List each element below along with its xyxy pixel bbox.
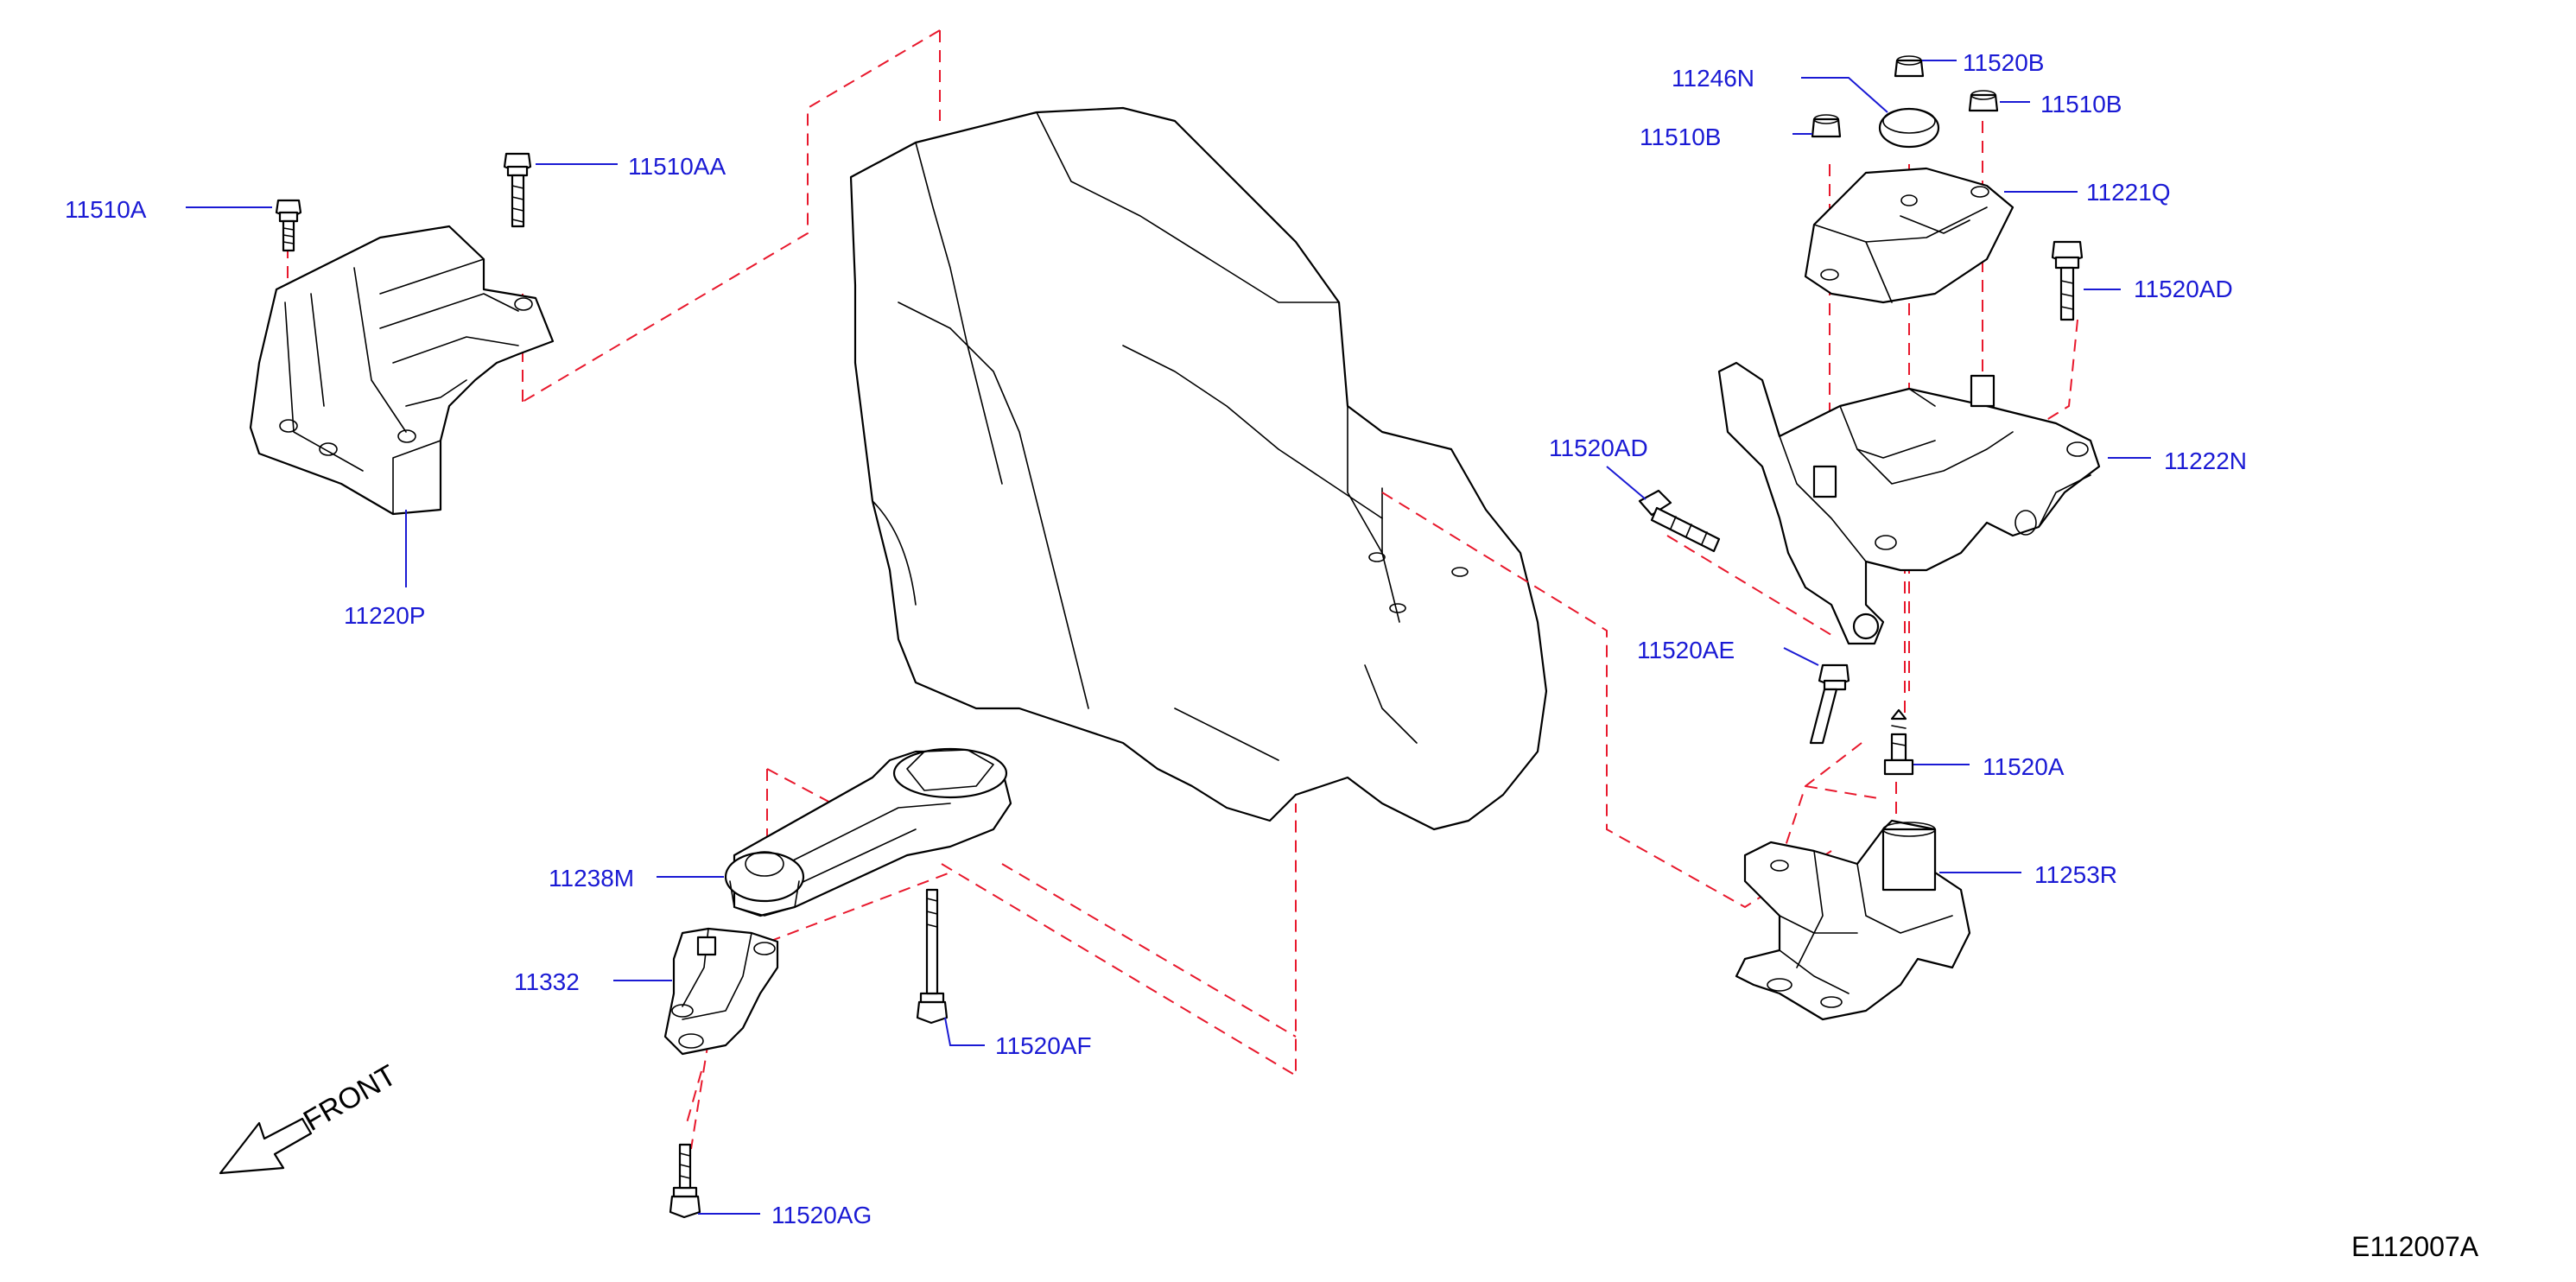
label-11510B-left: 11510B <box>1640 124 1721 150</box>
label-11253R: 11253R <box>2034 861 2117 888</box>
label-11221Q: 11221Q <box>2086 179 2171 206</box>
front-label: FRONT <box>298 1058 402 1137</box>
label-11520A: 11520A <box>1983 753 2065 780</box>
label-11520AE: 11520AE <box>1637 637 1735 663</box>
label-11220P: 11220P <box>344 602 425 629</box>
label-11246N: 11246N <box>1672 65 1754 92</box>
bracket-11332-illustration <box>663 888 949 1219</box>
mount-11221Q-illustration <box>1804 55 2014 304</box>
part-number-labels: 11510A 11510AA 11220P 11246N 11520B 1151… <box>65 49 2247 1228</box>
engine-block-illustration <box>849 106 1548 831</box>
label-11332: 11332 <box>514 968 580 995</box>
label-11520AD-left: 11520AD <box>1549 435 1648 461</box>
label-11222N: 11222N <box>2164 447 2247 474</box>
mount-11220P-illustration <box>249 152 555 516</box>
front-arrow-icon <box>219 1117 313 1175</box>
mount-11253R-illustration <box>1735 819 1971 1021</box>
front-direction-indicator: FRONT <box>219 1058 402 1175</box>
label-11520B: 11520B <box>1963 49 2044 76</box>
torque-rod-11238M-illustration <box>724 747 1012 917</box>
label-11510B-right: 11510B <box>2040 91 2122 117</box>
bracket-11222N-illustration <box>1638 240 2101 776</box>
label-11510AA: 11510AA <box>628 153 726 180</box>
diagram-code: E112007A <box>2351 1231 2479 1262</box>
label-11520AG: 11520AG <box>771 1202 872 1228</box>
callout-leaders <box>186 60 2151 1215</box>
label-11238M: 11238M <box>549 865 634 892</box>
label-11520AD-right: 11520AD <box>2134 276 2233 302</box>
label-11510A: 11510A <box>65 196 147 223</box>
label-11520AF: 11520AF <box>995 1032 1092 1059</box>
